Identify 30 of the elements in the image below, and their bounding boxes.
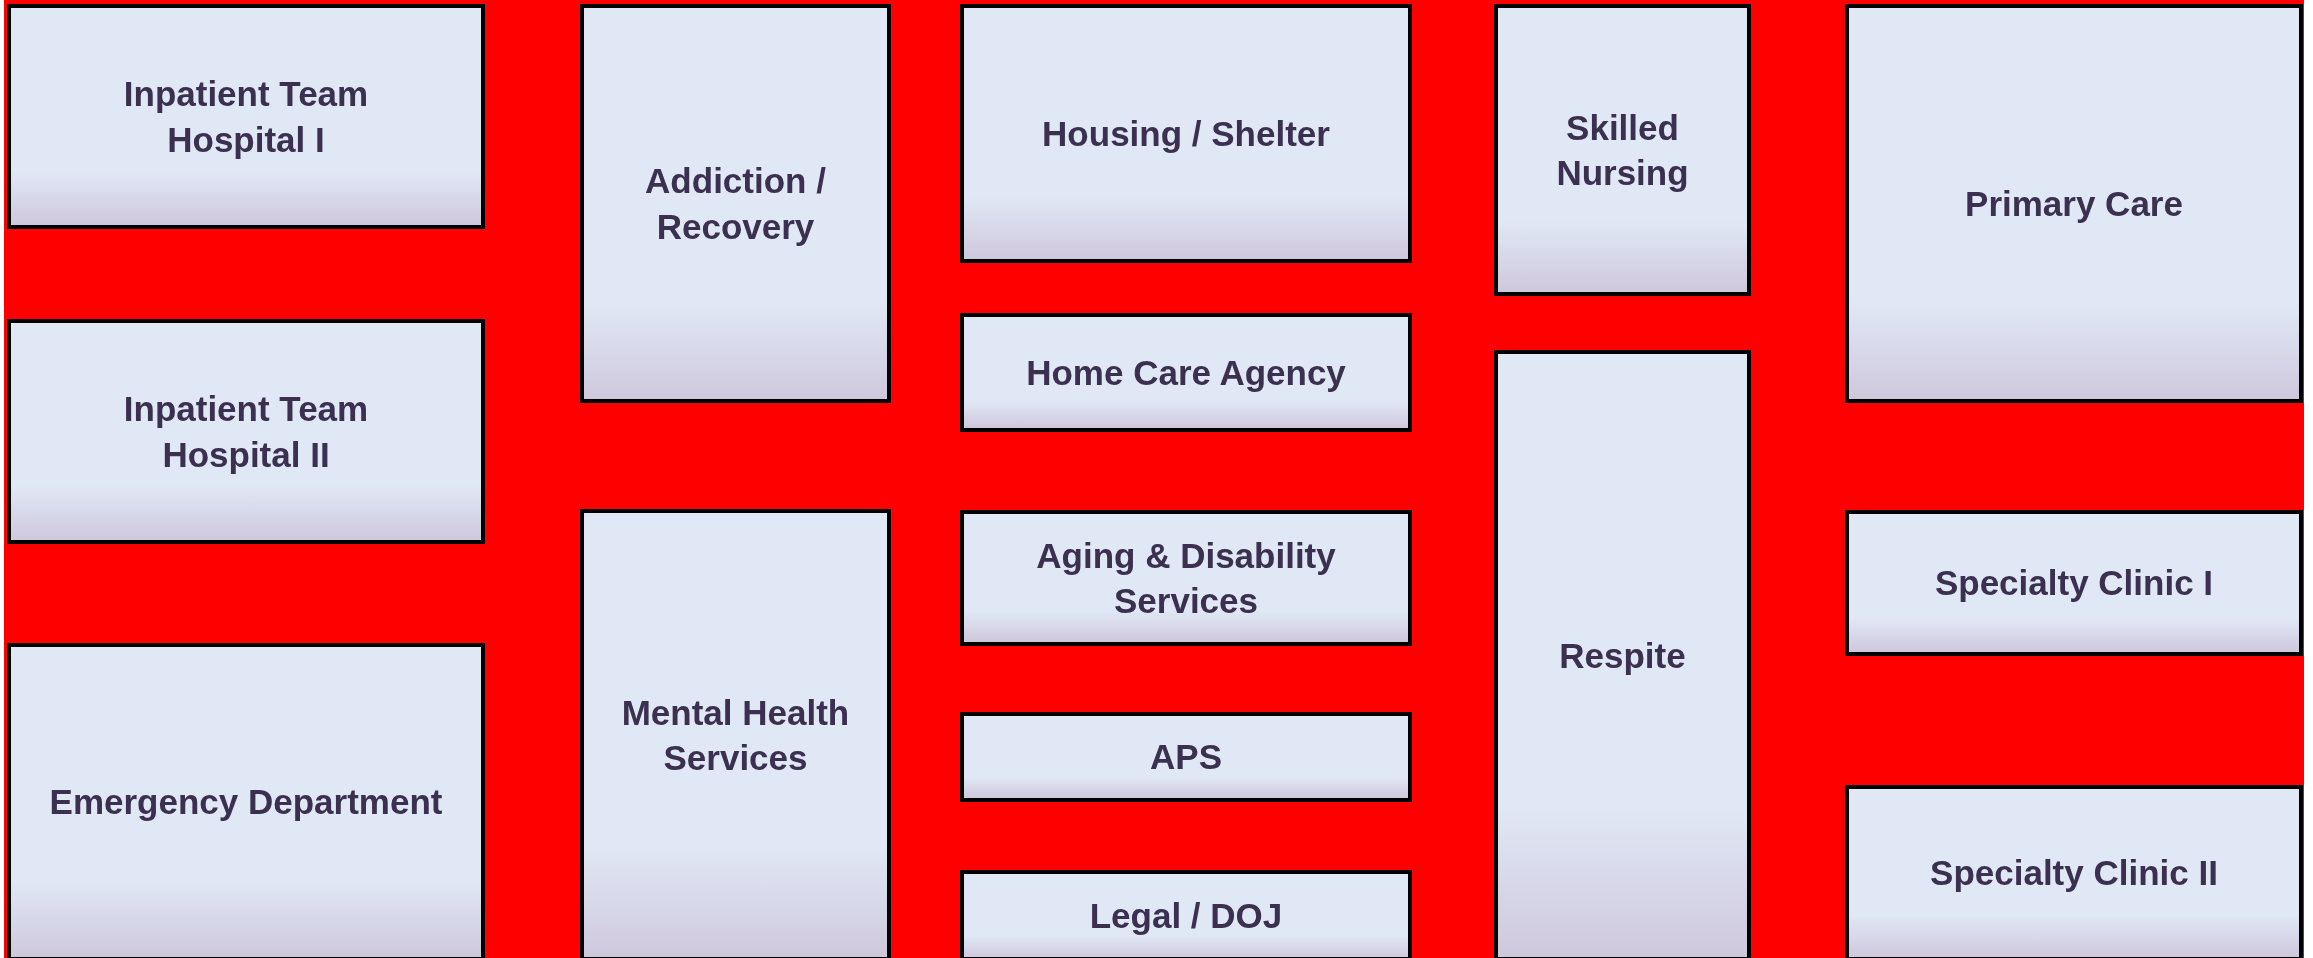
service-box	[580, 509, 891, 958]
box-label: Specialty Clinic II	[1929, 852, 2219, 895]
service-box	[7, 643, 485, 958]
box-label: APS	[1149, 736, 1223, 779]
box-label: Housing / Shelter	[1041, 112, 1331, 155]
service-box	[7, 319, 485, 544]
box-label: Aging & Disability Services	[1035, 534, 1337, 622]
service-box	[1845, 510, 2303, 656]
box-label: Primary Care	[1964, 182, 2184, 225]
service-box	[960, 712, 1412, 802]
box-label: Inpatient Team Hospital II	[122, 388, 370, 476]
box-label: Skilled Nursing	[1555, 106, 1690, 194]
box-label: Home Care Agency	[1025, 351, 1347, 394]
service-box	[960, 510, 1412, 646]
service-box	[580, 4, 891, 403]
service-box	[960, 870, 1412, 958]
service-box	[1845, 4, 2303, 403]
box-label: Specialty Clinic I	[1933, 562, 2215, 605]
box-label: Inpatient Team Hospital I	[122, 73, 370, 161]
box-label: Mental Health Services	[620, 691, 851, 779]
service-box	[960, 313, 1412, 432]
box-label: Addiction / Recovery	[644, 160, 827, 248]
service-box	[960, 4, 1412, 263]
box-label: Legal / DOJ	[1088, 894, 1284, 937]
service-box	[1494, 4, 1751, 296]
service-box	[1845, 785, 2303, 958]
service-box	[7, 4, 485, 229]
box-label: Respite	[1558, 634, 1687, 677]
box-label: Emergency Department	[48, 781, 444, 824]
service-box	[1494, 350, 1751, 958]
